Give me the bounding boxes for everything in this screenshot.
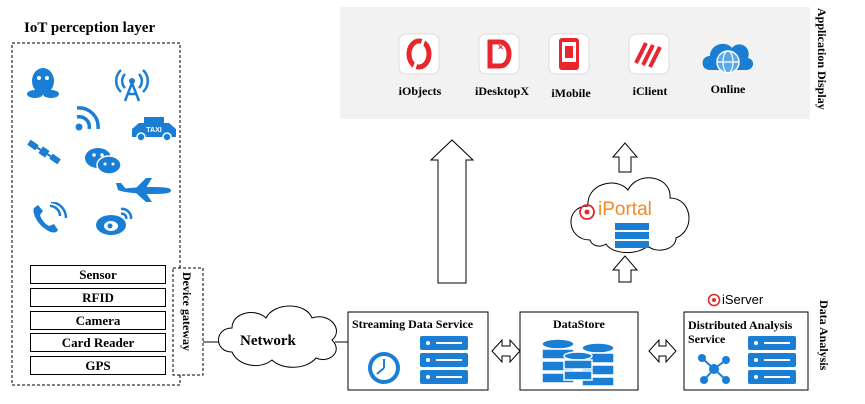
network-cloud: [218, 305, 337, 368]
database-icon: [541, 338, 615, 387]
streaming-label: Streaming Data Service: [352, 317, 474, 331]
distributed-label: Distributed Analysis Service: [688, 318, 793, 346]
up-arrow-iserver: [611, 255, 639, 283]
distributed-server-icon: [748, 336, 796, 384]
wechat-icon: [85, 148, 122, 175]
gateway-label: Device gateway: [180, 272, 194, 351]
device-card-reader: Card Reader: [30, 333, 166, 352]
up-arrow-iportal: [611, 142, 639, 173]
svg-text:×: ×: [498, 42, 503, 52]
device-gps: GPS: [30, 356, 166, 375]
app-label-imobile: iMobile: [551, 86, 591, 100]
app-label-idesktopx: iDesktopX: [474, 84, 529, 98]
weibo-icon: [96, 207, 133, 235]
svg-text:TAXI: TAXI: [146, 127, 161, 134]
app-label-online: Online: [710, 82, 746, 96]
app-display-side-label: Application Display: [815, 8, 829, 110]
airplane-icon: [116, 178, 171, 202]
device-rfid: RFID: [30, 288, 166, 307]
app-label-iobjects: iObjects: [398, 84, 442, 98]
clock-icon: [368, 352, 400, 384]
taxi-icon: TAXI: [132, 117, 176, 141]
datastore-box: [519, 311, 639, 391]
antenna-icon: [115, 69, 149, 102]
iobjects-icon: [398, 33, 440, 75]
iclient-icon: [628, 33, 670, 75]
phone-icon: [33, 202, 68, 233]
perception-title: IoT perception layer: [24, 20, 156, 36]
wifi-icon: [75, 106, 100, 131]
iserver-logo-icon: [707, 293, 721, 307]
iserver-logo-text: iServer: [722, 292, 764, 307]
double-arrow-right: [648, 338, 677, 364]
network-nodes-icon: [698, 354, 730, 384]
network-label: Network: [240, 333, 296, 349]
iportal-logo-text: iPortal: [598, 199, 652, 220]
iportal-logo-icon: [579, 204, 595, 220]
streaming-server-icon: [420, 336, 468, 384]
iportal-server-icon: [615, 223, 649, 248]
data-analysis-side-label: Data Analysis: [817, 300, 831, 371]
qq-icon: [27, 68, 59, 98]
gateway-box: [172, 267, 204, 376]
app-label-iclient: iClient: [632, 84, 668, 98]
device-camera: Camera: [30, 311, 166, 330]
datastore-label: DataStore: [553, 317, 605, 331]
device-sensor: Sensor: [30, 265, 166, 284]
double-arrow-left: [491, 338, 521, 364]
up-arrow-streaming: [429, 139, 475, 284]
online-icon: [702, 43, 754, 74]
imobile-icon: [548, 33, 590, 75]
idesktopx-icon: ×: [478, 33, 520, 75]
satellite-icon: [27, 139, 61, 165]
